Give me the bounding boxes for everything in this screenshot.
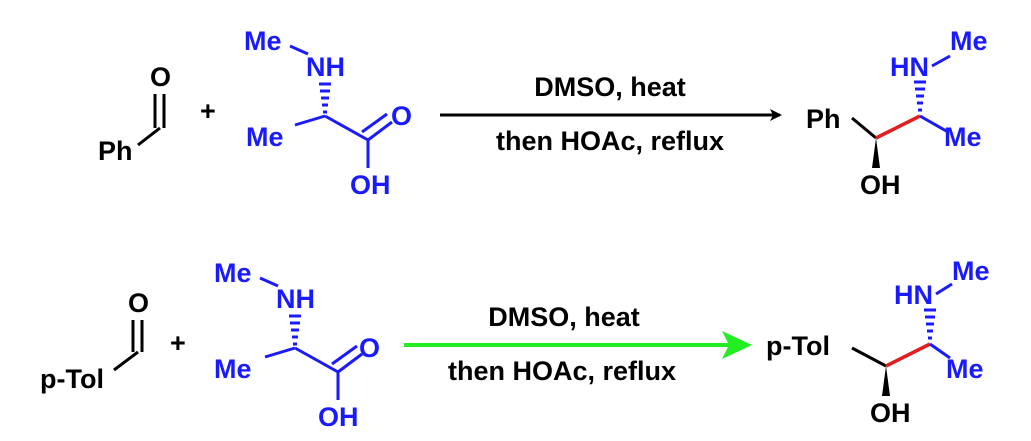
plus-sign-1: +: [200, 96, 216, 126]
product-1-bond-me: [919, 114, 949, 134]
reaction-2-arrow: DMSO, heat then HOAc, reflux: [404, 302, 752, 386]
amino-acid-2-bond-me: [264, 346, 296, 359]
conditions-1-line1: DMSO, heat: [534, 72, 686, 102]
amino-acid-2-n-methyl: Me: [214, 258, 252, 288]
amino-acid-2-carbonyl-b: [331, 344, 358, 366]
product-2-new-bond: [885, 342, 931, 368]
amino-acid-1-bond-me-n: [289, 44, 309, 56]
amino-acid-2-carbonyl-a: [337, 352, 363, 374]
amino-acid-2-hashed-bond: [289, 314, 301, 346]
amino-acid-1-methyl: Me: [246, 122, 284, 152]
product-2: p-Tol OH Me HN Me: [766, 256, 990, 428]
amino-acid-1-carbonyl-b: [361, 112, 388, 134]
aldehyde-1-bond: [137, 126, 161, 147]
amino-acid-2-hydroxyl: OH: [318, 402, 359, 432]
conditions-1-line2: then HOAc, reflux: [496, 126, 724, 156]
aldehyde-2-bond: [113, 350, 139, 372]
product-2-bond-n-me: [935, 282, 953, 296]
aldehyde-2-substituent: p-Tol: [40, 364, 104, 394]
aldehyde-1-oxygen: O: [150, 62, 171, 92]
product-1-new-bond: [875, 114, 921, 140]
product-2-bond-r: [851, 346, 887, 368]
product-1: Ph OH Me HN Me: [806, 26, 988, 200]
amino-acid-2: Me NH Me O OH: [214, 258, 380, 432]
conditions-2-line1: DMSO, heat: [488, 302, 640, 332]
product-1-substituent: Ph: [806, 104, 841, 134]
conditions-2-line2: then HOAc, reflux: [448, 356, 676, 386]
product-2-n-methyl: Me: [952, 256, 990, 286]
amino-acid-2-nh: NH: [276, 284, 315, 314]
amino-acid-2-oxygen: O: [359, 333, 380, 363]
amino-acid-2-bond-me-n: [259, 276, 279, 288]
arrow-2-head: [722, 331, 752, 359]
aldehyde-2: O p-Tol: [40, 288, 149, 394]
product-1-n-methyl: Me: [950, 26, 988, 56]
aldehyde-1-substituent: Ph: [98, 136, 133, 166]
product-2-substituent: p-Tol: [766, 331, 830, 361]
plus-sign-2: +: [170, 328, 186, 358]
amino-acid-2-bond-c-c: [294, 346, 339, 374]
product-2-bond-me: [929, 342, 951, 360]
amino-acid-1-n-methyl: Me: [244, 26, 282, 56]
amino-acid-1-bond-me: [294, 114, 326, 127]
amino-acid-1-carbonyl-a: [367, 120, 393, 142]
product-1-bond-n-me: [931, 54, 951, 68]
product-2-wedge-bond: [882, 366, 890, 396]
amino-acid-1-oxygen: O: [391, 101, 412, 131]
product-2-methyl: Me: [946, 354, 984, 384]
amino-acid-1-hydroxyl: OH: [350, 170, 391, 200]
product-1-wedge-bond: [872, 138, 880, 168]
product-1-bond-r: [851, 116, 877, 140]
product-1-hn: HN: [890, 52, 929, 82]
amino-acid-1-bond-c-c: [324, 114, 369, 142]
product-1-methyl: Me: [944, 122, 982, 152]
aldehyde-2-oxygen: O: [128, 288, 149, 318]
reaction-1-arrow: DMSO, heat then HOAc, reflux: [440, 72, 782, 156]
product-1-hydroxyl: OH: [860, 170, 901, 200]
amino-acid-2-methyl: Me: [214, 354, 252, 384]
amino-acid-1-nh: NH: [306, 52, 345, 82]
aldehyde-1: O Ph: [98, 62, 171, 166]
reaction-1: O Ph + Me NH Me O OH: [98, 26, 988, 200]
amino-acid-1-hashed-bond: [319, 82, 331, 114]
amino-acid-1: Me NH Me O OH: [244, 26, 412, 200]
product-2-hydroxyl: OH: [870, 398, 911, 428]
product-2-hashed-bond: [924, 308, 936, 340]
reaction-2: O p-Tol + Me NH Me O: [40, 256, 990, 432]
product-1-hashed-bond: [914, 80, 926, 112]
product-2-hn: HN: [894, 280, 933, 310]
